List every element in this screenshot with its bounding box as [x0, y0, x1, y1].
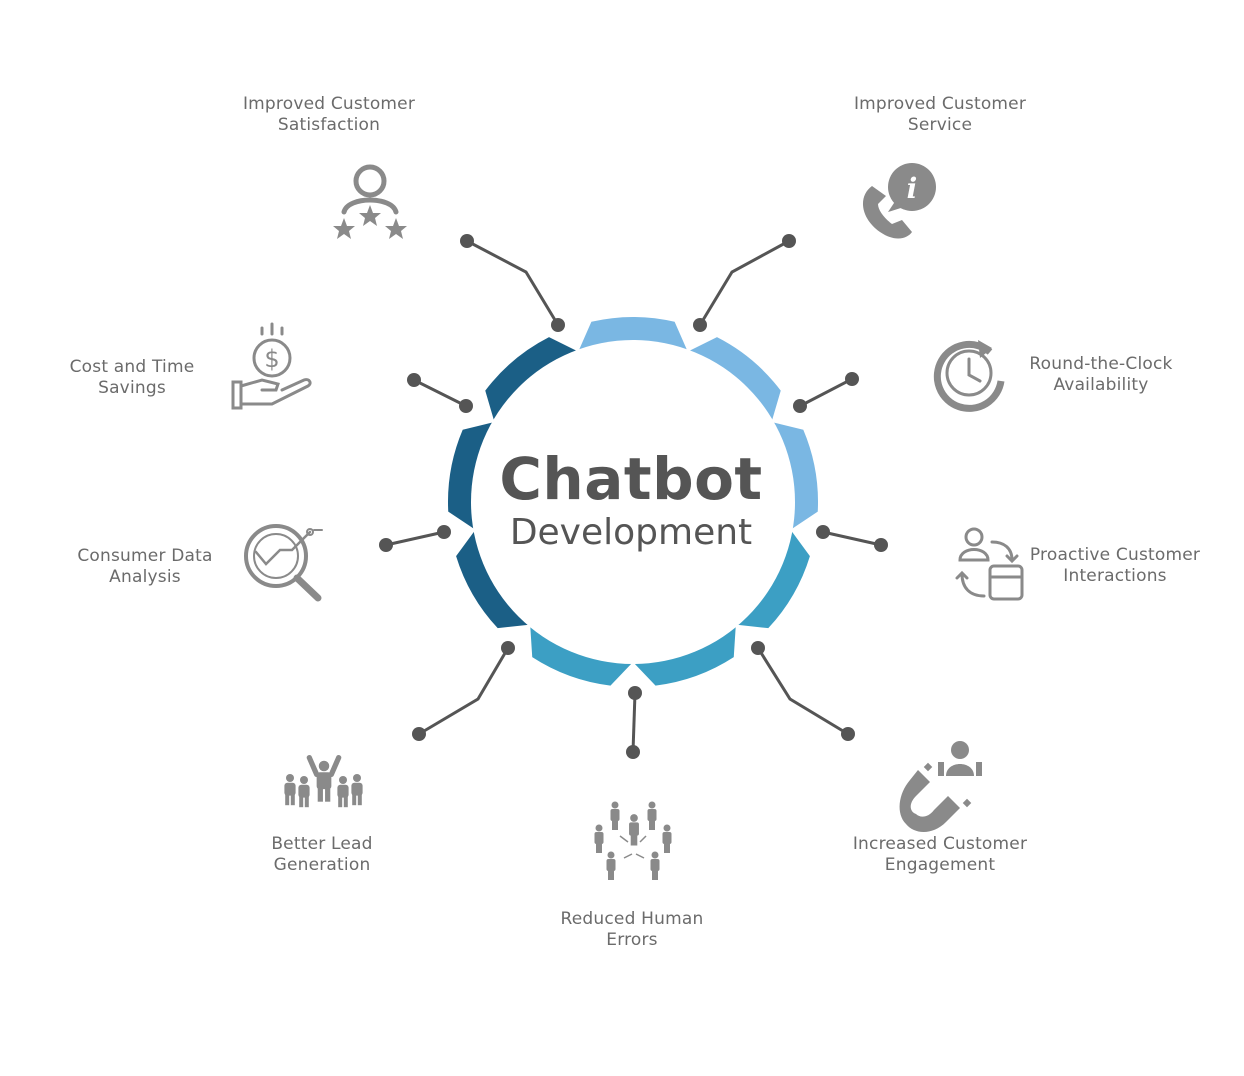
label-engagement: Increased Customer Engagement [852, 834, 1028, 875]
label-data: Consumer Data Analysis [77, 546, 213, 587]
label-leads: Better Lead Generation [271, 834, 373, 875]
connector-data [385, 530, 445, 547]
user-stars-icon [333, 164, 407, 239]
label-savings: Cost and Time Savings [69, 357, 195, 398]
svg-text:$: $ [264, 345, 279, 373]
magnifier-chart-icon [244, 524, 323, 602]
label-service: Improved Customer Service [853, 94, 1027, 135]
connectors [385, 239, 882, 753]
hand-dollar-icon: $ [231, 322, 312, 410]
label-errors: Reduced Human Errors [560, 909, 704, 950]
connector-availability [799, 377, 853, 408]
gear-segment [735, 529, 810, 629]
connector-savings [413, 378, 467, 408]
gear-segment [448, 422, 495, 530]
center-circle [471, 340, 795, 664]
connector-engagement [756, 647, 849, 736]
label-satisfaction: Improved Customer Satisfaction [242, 94, 416, 135]
center-subtitle: Development [509, 512, 753, 553]
connector-satisfaction [466, 239, 560, 326]
connector-errors [631, 692, 637, 753]
phone-info-icon: i [862, 163, 936, 239]
connector-leads [418, 647, 510, 736]
gear-segment [771, 422, 818, 530]
connector-service [698, 239, 790, 326]
user-browser-cycle-icon [955, 527, 1024, 601]
connector-dots [379, 234, 888, 759]
group-celebrate-icon [284, 754, 363, 808]
label-proactive: Proactive Customer Interactions [1029, 545, 1201, 586]
connector-proactive [822, 530, 882, 547]
gear-segment [456, 529, 531, 629]
label-availability: Round-the-Clock Availability [1029, 354, 1173, 395]
people-network-icon [594, 801, 672, 880]
svg-text:i: i [907, 172, 918, 205]
center-title: Chatbot [499, 445, 763, 513]
magnet-user-icon [899, 741, 982, 832]
clock-icon [933, 340, 1005, 412]
